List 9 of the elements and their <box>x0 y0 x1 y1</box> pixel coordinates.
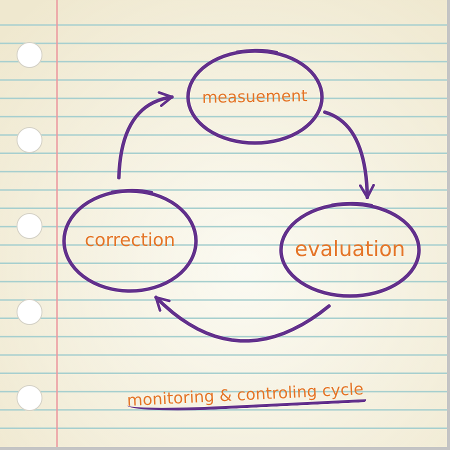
node-label: correction <box>84 231 176 251</box>
node-label: measuement <box>202 87 308 107</box>
arrow <box>117 91 174 180</box>
cycle-ellipse <box>278 201 422 299</box>
arrow <box>154 296 331 343</box>
arrow <box>323 110 375 200</box>
cycle-ellipse <box>185 48 325 146</box>
cycle-ellipse <box>61 188 199 294</box>
node-label: evaluation <box>294 238 406 262</box>
